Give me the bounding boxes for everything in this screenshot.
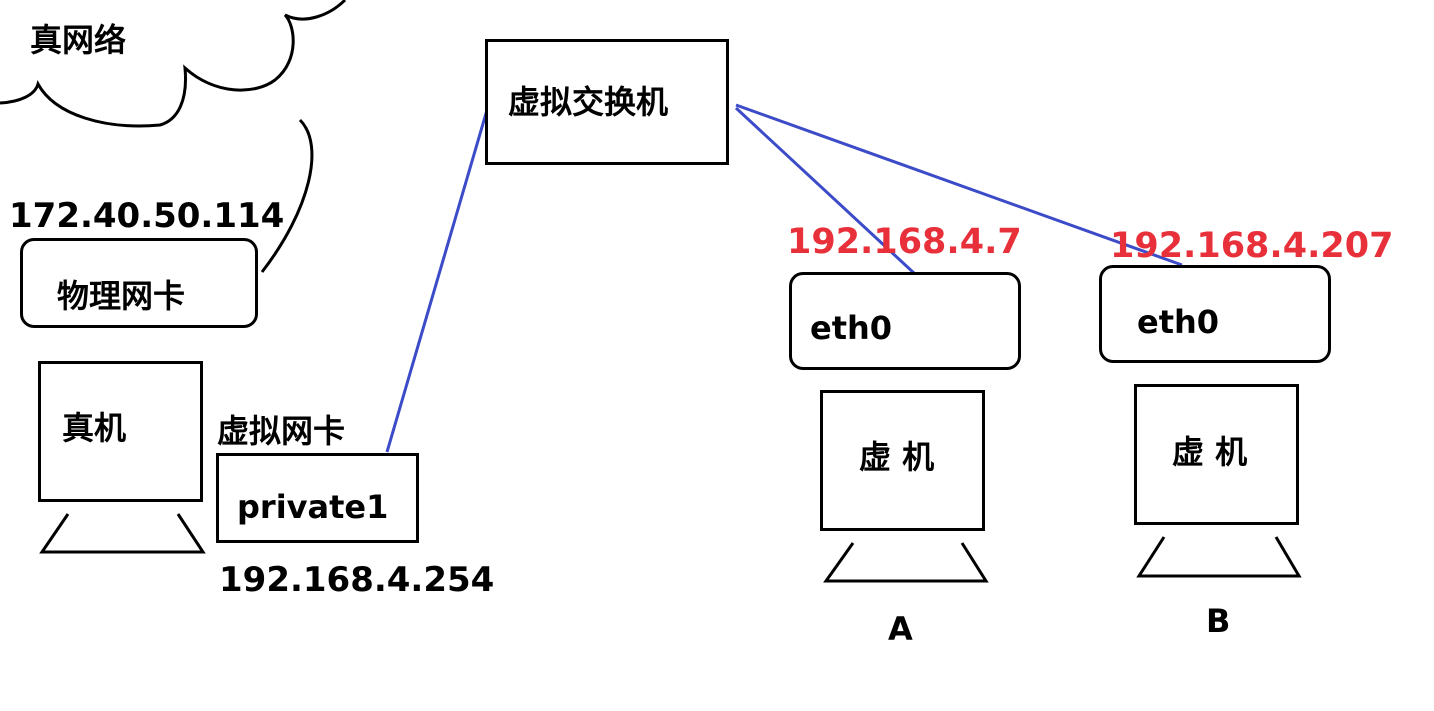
host-ip-label: 172.40.50.114 xyxy=(9,196,285,236)
physical-nic-label: 物理网卡 xyxy=(57,277,186,315)
vnic-to-switch-link xyxy=(385,109,489,453)
virtual-nic-title: 虚拟网卡 xyxy=(217,412,346,450)
virtual-switch-label: 虚拟交换机 xyxy=(508,83,669,121)
physical-nic-box xyxy=(20,238,258,328)
switch-to-vm-a-link xyxy=(734,106,917,276)
vm-b-ip: 192.168.4.207 xyxy=(1110,226,1394,266)
vm-b-monitor-label: 虚 机 xyxy=(1172,433,1248,471)
vm-b-name: B xyxy=(1206,602,1231,640)
virtual-nic-name: private1 xyxy=(237,488,389,526)
vm-a-ip: 192.168.4.7 xyxy=(787,222,1022,262)
vm-b-nic-label: eth0 xyxy=(1137,303,1220,341)
vm-a-nic-label: eth0 xyxy=(810,309,893,347)
vm-b-monitor xyxy=(1134,384,1299,525)
vm-b-nic-box xyxy=(1099,265,1331,363)
virtual-nic-ip: 192.168.4.254 xyxy=(219,560,495,600)
host-monitor-label: 真机 xyxy=(62,409,127,447)
host-monitor xyxy=(38,361,203,502)
vm-a-nic-box xyxy=(789,272,1021,370)
cloud-to-nic-line xyxy=(260,118,314,273)
cloud-label: 真网络 xyxy=(30,21,127,59)
cloud-outline xyxy=(0,0,347,128)
vm-a-monitor-stand xyxy=(823,542,989,583)
virtual-nic-box xyxy=(216,453,419,543)
virtual-switch-box xyxy=(485,39,729,165)
vm-a-monitor xyxy=(820,390,985,531)
host-monitor-stand xyxy=(39,513,206,554)
vm-b-monitor-stand xyxy=(1136,536,1302,578)
switch-to-vm-b-link xyxy=(735,103,1183,267)
vm-a-name: A xyxy=(888,610,913,648)
vm-a-monitor-label: 虚 机 xyxy=(859,438,935,476)
